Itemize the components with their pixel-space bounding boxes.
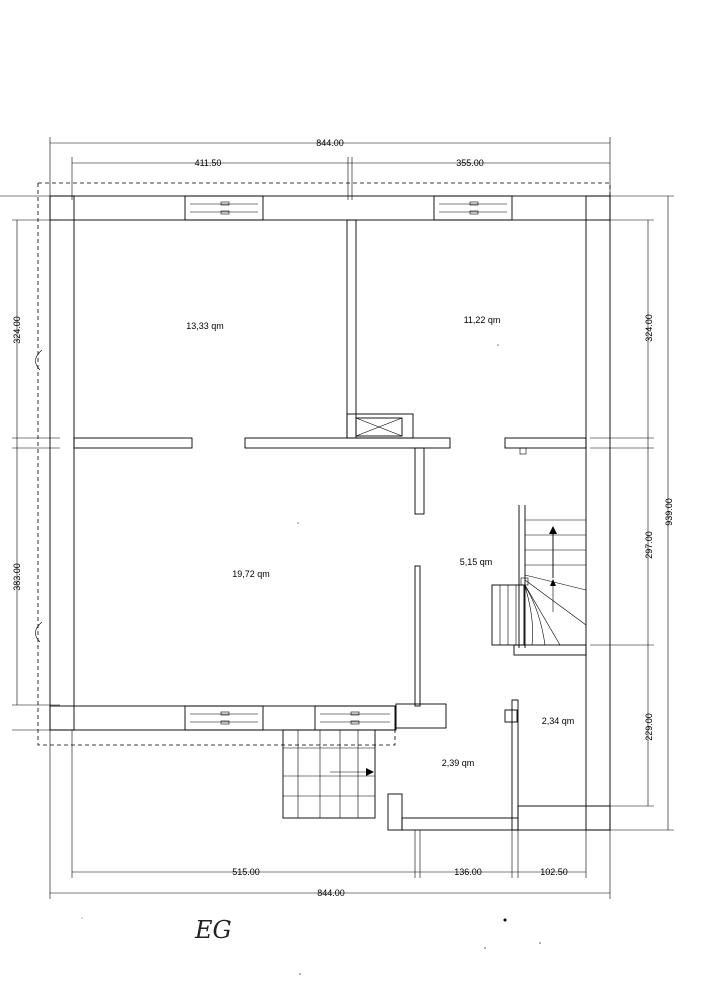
window-top-right xyxy=(433,195,513,221)
dim-bottom-b: 136.00 xyxy=(454,867,482,877)
interior-walls xyxy=(73,219,587,831)
interior-staircase xyxy=(491,505,587,648)
dim-left-upper: 324.00 xyxy=(12,316,22,344)
dimension-lines xyxy=(0,137,674,899)
dim-bottom-c: 102.50 xyxy=(540,867,568,877)
window-bottom-left xyxy=(184,705,264,731)
dashed-outline xyxy=(37,182,611,746)
dim-right-middle: 297.00 xyxy=(644,531,654,559)
floor-caption: EG xyxy=(194,916,232,944)
dim-right-upper: 324.00 xyxy=(644,314,654,342)
dim-left-lower: 383.00 xyxy=(12,563,22,591)
dim-top-right: 355.00 xyxy=(456,158,484,168)
room-label-small: 2,34 qm xyxy=(542,716,575,726)
dim-right-lower: 229.00 xyxy=(644,713,654,741)
outer-walls xyxy=(49,195,611,831)
dim-bottom-total: 844.00 xyxy=(317,888,345,898)
room-label-top-left: 13,33 qm xyxy=(186,321,224,331)
dim-top-left: 411.50 xyxy=(195,158,222,168)
scan-specks xyxy=(81,344,541,975)
room-label-stair: 5,15 qm xyxy=(460,557,493,567)
window-top-left xyxy=(184,195,264,221)
dim-top-total: 844.00 xyxy=(316,138,344,148)
chimney xyxy=(346,413,414,439)
room-label-main: 19,72 qm xyxy=(232,569,270,579)
dim-bottom-a: 515.00 xyxy=(232,867,260,877)
window-bottom-right xyxy=(314,705,396,731)
exterior-staircase xyxy=(282,729,376,819)
room-label-top-right: 11,22 qm xyxy=(464,315,501,325)
dim-right-total: 939.00 xyxy=(664,498,674,526)
room-label-entry: 2,39 qm xyxy=(442,758,475,768)
